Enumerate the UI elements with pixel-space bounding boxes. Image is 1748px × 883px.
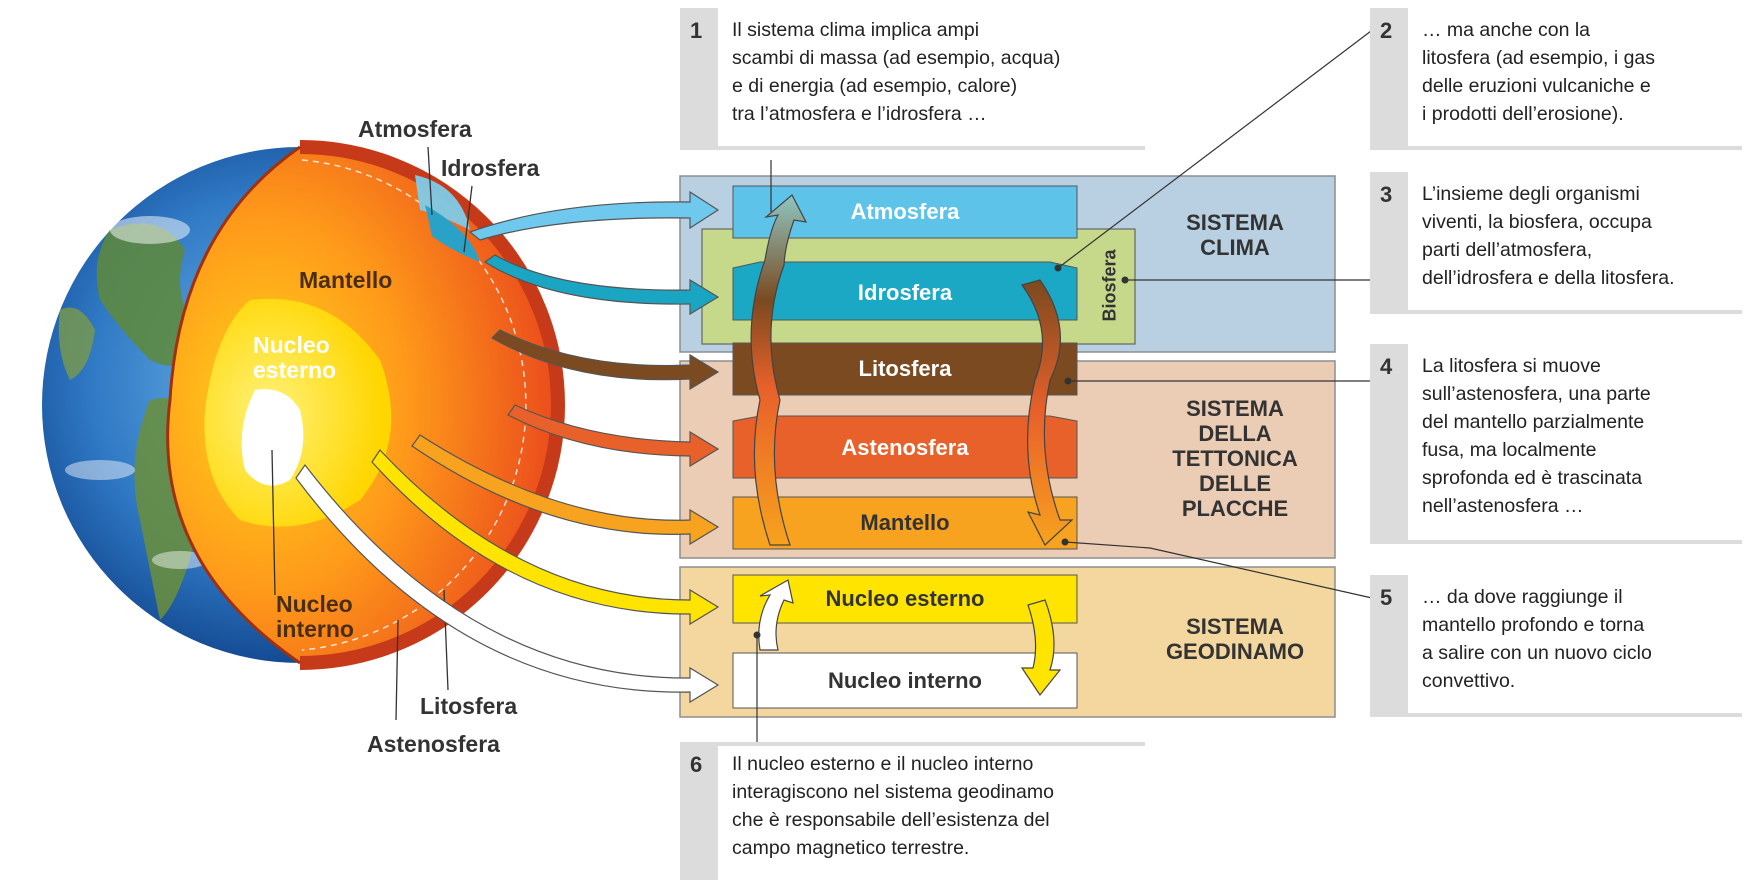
globe-label-litosfera: Litosfera [420,693,518,719]
note-1-line: Il sistema clima implica ampi [732,19,980,41]
note-1: 1 Il sistema clima implica ampi scambi d… [680,8,1145,150]
globe-label-atmosfera: Atmosfera [358,116,472,142]
system-title-tettonica-line4: DELLE [1198,471,1272,496]
earth-globe [42,140,565,670]
system-title-tettonica-line3: TETTONICA [1172,446,1298,471]
layer-label-nucleo-esterno: Nucleo esterno [825,586,985,611]
note-5-text: … da dove raggiunge il mantello profondo… [1422,583,1734,695]
system-title-tettonica-line5: PLACCHE [1181,496,1289,521]
system-title-geodinamo-line1: SISTEMA [1186,614,1284,639]
arrow-idrosfera [483,254,720,316]
note-5-line: convettivo. [1422,670,1516,692]
note-4: 4 La litosfera si muove sull’astenosfera… [1370,344,1742,544]
system-title-tettonica-line1: SISTEMA [1186,396,1284,421]
globe-label-nucleo-esterno: Nucleo esterno [253,332,337,384]
note-2-number: 2 [1380,18,1393,43]
continent-north-america [96,223,200,366]
note-4-line: sprofonda ed è trascinata [1422,467,1643,489]
note-6: 6 Il nucleo esterno e il nucleo interno … [680,742,1145,880]
layer-label-litosfera: Litosfera [858,356,952,381]
system-title-tettonica-line2: DELLA [1198,421,1272,446]
convection-arrow-up [750,194,808,546]
system-title-clima-line2: CLIMA [1200,235,1270,260]
arrow-mantello [411,434,720,546]
globe-label-nucleo-interno-line1: Nucleo [276,591,353,617]
note-1-line: tra l’atmosfera e l’idrosfera … [732,103,987,125]
note-3-number: 3 [1380,182,1393,207]
layer-label-mantello: Mantello [860,510,950,535]
note-4-number: 4 [1380,354,1393,379]
system-title-geodinamo-line2: GEODINAMO [1165,639,1305,664]
note-2-line: … ma anche con la [1422,19,1591,41]
note-5-line: mantello profondo e torna [1422,614,1645,636]
arrow-litosfera [491,329,720,391]
leader-note-5 [1064,541,1373,599]
note-3-line: viventi, la biosfera, occupa [1422,211,1652,233]
note-1-number: 1 [690,18,703,43]
note-2-line: litosfera (ad esempio, i gas [1422,47,1656,69]
layer-label-nucleo-interno: Nucleo interno [827,667,982,693]
convection-arrow-down [1021,279,1074,546]
system-title-clima: SISTEMA CLIMA [1145,210,1325,260]
biosfera-label: Biosfera [1099,249,1120,322]
arrow-nucleo-esterno [371,449,720,626]
note-2: 2 … ma anche con la litosfera (ad esempi… [1370,8,1742,150]
note-3-text: L’insieme degli organismi viventi, la bi… [1422,180,1734,292]
globe-label-mantello: Mantello [299,267,393,293]
globe-label-nucleo-esterno-line1: Nucleo [253,332,330,358]
note-5: 5 … da dove raggiunge il mantello profon… [1370,575,1742,717]
globe-label-astenosfera: Astenosfera [367,731,500,757]
note-6-line: campo magnetico terrestre. [732,837,970,859]
inner-core-section [241,389,304,486]
note-6-line: interagiscono nel sistema geodinamo [732,781,1054,803]
arrow-astenosfera [507,404,720,468]
atmosphere-layer [415,175,470,230]
note-3-line: L’insieme degli organismi [1422,183,1640,205]
continent-island [58,307,95,380]
globe-label-nucleo-esterno-line2: esterno [253,357,337,384]
layer-label-idrosfera: Idrosfera [857,280,953,305]
note-2-text: … ma anche con la litosfera (ad esempio,… [1422,16,1734,128]
hydrosphere-layer [425,205,480,262]
system-title-tettonica: SISTEMA DELLA TETTONICA DELLE PLACCHE [1145,396,1325,521]
layer-litosfera-bar [732,342,1078,396]
arrow-nucleo-interno [295,463,720,704]
leader-note-2 [1057,27,1376,269]
core-arrow-up [758,579,794,651]
note-3: 3 L’insieme degli organismi viventi, la … [1370,172,1742,314]
note-4-text: La litosfera si muove sull’astenosfera, … [1422,352,1734,520]
note-1-text: Il sistema clima implica ampi scambi di … [732,16,1137,128]
note-2-line: delle eruzioni vulcaniche e [1422,75,1651,97]
core-arrow-down [1020,599,1062,697]
note-5-line: a salire con un nuovo ciclo [1422,642,1652,664]
layer-nucleo-interno-bar [732,652,1078,709]
note-5-number: 5 [1380,585,1393,610]
layer-idrosfera-bar [732,261,1078,321]
note-5-line: … da dove raggiunge il [1422,586,1623,608]
system-title-clima-line1: SISTEMA [1186,210,1284,235]
layer-label-astenosfera: Astenosfera [841,434,969,460]
globe-label-nucleo-interno-line2: interno [276,616,354,643]
layer-mantello-bar [732,496,1078,550]
arrow-atmosfera [468,190,720,241]
note-1-line: scambi di massa (ad esempio, acqua) [732,47,1061,69]
layer-label-atmosfera: Atmosfera [850,199,960,224]
note-4-line: sull’astenosfera, una parte [1422,383,1651,405]
globe-label-idrosfera: Idrosfera [441,155,540,181]
note-3-line: dell’idrosfera e della litosfera. [1422,267,1675,289]
globe-label-nucleo-interno: Nucleo interno [276,591,354,643]
note-6-text: Il nucleo esterno e il nucleo interno in… [732,750,1137,862]
note-1-line: e di energia (ad esempio, calore) [732,75,1018,97]
note-4-line: fusa, ma localmente [1422,439,1597,461]
note-2-line: i prodotti dell’erosione). [1422,103,1624,125]
note-6-line: Il nucleo esterno e il nucleo interno [732,753,1034,775]
system-title-geodinamo: SISTEMA GEODINAMO [1145,614,1325,664]
note-4-line: del mantello parzialmente [1422,411,1645,433]
note-6-number: 6 [690,752,703,777]
note-4-line: nell’astenosfera … [1422,495,1584,517]
note-4-line: La litosfera si muove [1422,355,1601,377]
note-6-line: che è responsabile dell’esistenza del [732,809,1050,831]
note-3-line: parti dell’atmosfera, [1422,239,1593,261]
